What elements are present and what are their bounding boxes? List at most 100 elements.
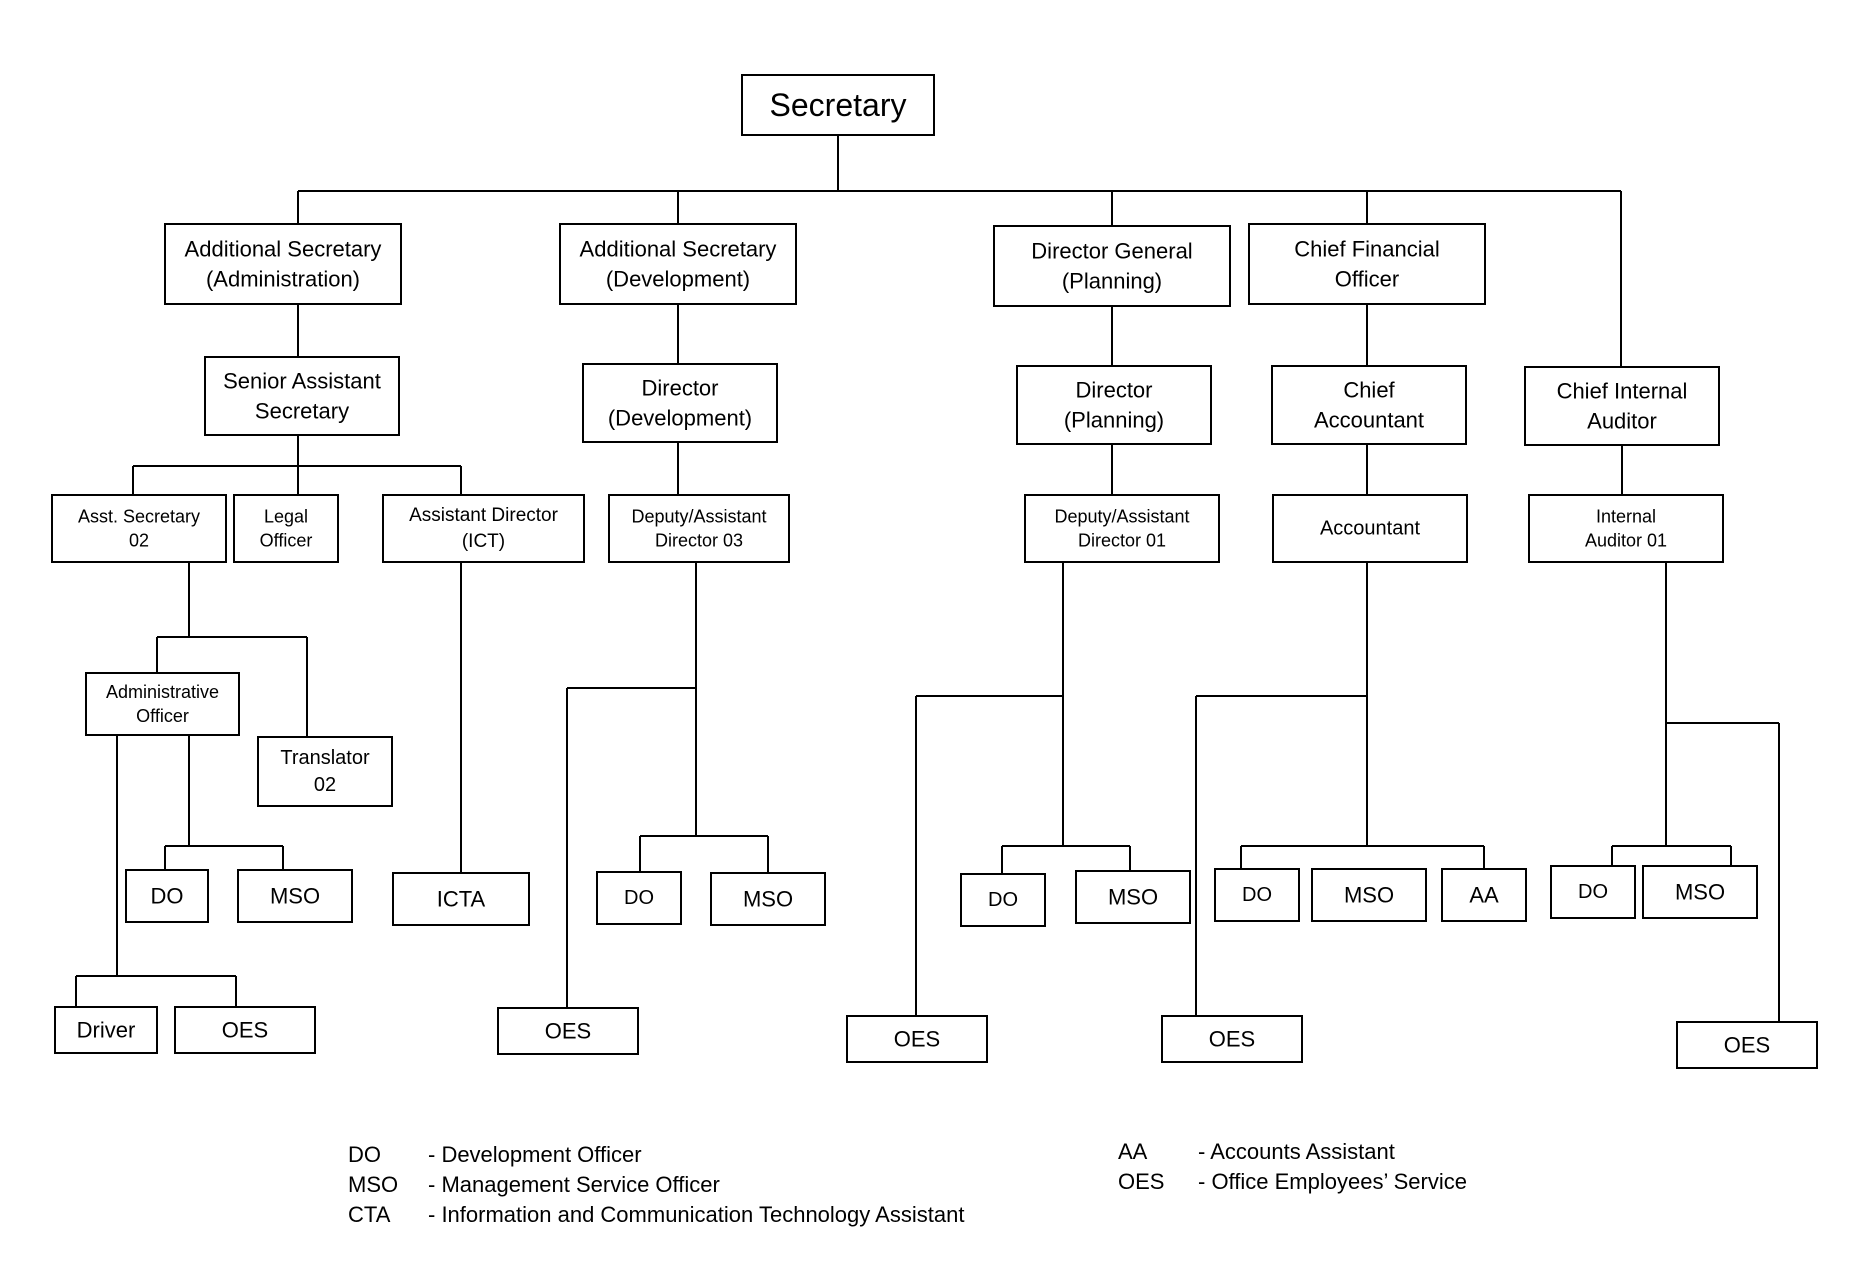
legend-item-aa: AA- Accounts Assistant xyxy=(1118,1137,1467,1167)
node-label: Additional Secretary xyxy=(580,237,777,262)
node-box xyxy=(1271,365,1467,445)
node-label: (Administration) xyxy=(206,266,360,291)
node-box xyxy=(1642,865,1758,919)
node-label: (Planning) xyxy=(1064,407,1164,432)
node-label: Auditor 01 xyxy=(1585,531,1667,551)
node-label: (ICT) xyxy=(462,531,505,552)
node-label: Secretary xyxy=(770,87,907,123)
node-oes-admin: OES xyxy=(174,1006,316,1054)
node-box xyxy=(85,672,240,736)
node-box xyxy=(51,494,227,563)
node-label: OES xyxy=(1724,1033,1770,1058)
node-label: Secretary xyxy=(255,398,349,423)
node-box xyxy=(1550,865,1636,919)
legend-item-mso: MSO - Management Service Officer xyxy=(348,1170,964,1200)
node-label: Officer xyxy=(260,531,313,551)
node-box xyxy=(233,494,339,563)
node-label: DO xyxy=(1578,881,1608,903)
node-box xyxy=(497,1007,639,1055)
node-label: Chief Financial xyxy=(1294,237,1440,262)
node-secretary: Secretary xyxy=(741,74,935,136)
node-label: OES xyxy=(545,1019,591,1044)
node-mso-plan: MSO xyxy=(1075,870,1191,924)
node-dir-planning: Director (Planning) xyxy=(1016,365,1212,445)
node-mso-acc: MSO xyxy=(1311,868,1427,922)
node-oes-plan: OES xyxy=(846,1015,988,1063)
node-aa-acc: AA xyxy=(1441,868,1527,922)
node-label: Translator xyxy=(280,747,370,769)
node-mso-admin: MSO xyxy=(237,869,353,923)
node-box xyxy=(1024,494,1220,563)
legend-desc: - Office Employees’ Service xyxy=(1198,1169,1467,1194)
node-label: MSO xyxy=(1108,885,1158,910)
legend-abbr: OES xyxy=(1118,1169,1165,1194)
node-do-admin: DO xyxy=(125,869,209,923)
node-label: Chief Internal xyxy=(1557,379,1688,404)
node-label: DO xyxy=(151,884,184,909)
node-label: OES xyxy=(222,1018,268,1043)
legend-abbr: CTA xyxy=(348,1202,391,1227)
node-accountant: Accountant xyxy=(1272,494,1468,563)
node-box xyxy=(1272,494,1468,563)
node-box xyxy=(237,869,353,923)
legend-abbr: DO xyxy=(348,1142,381,1167)
node-box xyxy=(1075,870,1191,924)
node-label: Chief xyxy=(1343,378,1395,403)
node-label: Director xyxy=(1075,378,1152,403)
node-oes-acc: OES xyxy=(1161,1015,1303,1063)
node-label: MSO xyxy=(1675,880,1725,905)
node-label: Auditor xyxy=(1587,408,1657,433)
node-label: Director xyxy=(641,376,718,401)
node-mso-dev: MSO xyxy=(710,872,826,926)
node-label: OES xyxy=(1209,1027,1255,1052)
node-box xyxy=(1441,868,1527,922)
node-label: Director 03 xyxy=(655,531,743,551)
node-box xyxy=(164,223,402,305)
legend-item-cta: CTA - Information and Communication Techn… xyxy=(348,1200,964,1230)
legend-desc: - Management Service Officer xyxy=(428,1172,720,1197)
node-box xyxy=(125,869,209,923)
node-label: Asst. Secretary xyxy=(78,506,200,526)
connector-lines xyxy=(75,135,1780,1022)
node-box xyxy=(1528,494,1724,563)
node-label: 02 xyxy=(314,774,336,796)
node-label: Officer xyxy=(136,706,189,726)
node-label: Deputy/Assistant xyxy=(631,506,766,526)
legend-desc: - Development Officer xyxy=(428,1142,642,1167)
node-label: Driver xyxy=(77,1018,136,1043)
node-label: MSO xyxy=(743,887,793,912)
node-label: Internal xyxy=(1596,506,1656,526)
node-label: DO xyxy=(988,889,1018,911)
node-box xyxy=(710,872,826,926)
legend-abbr: AA xyxy=(1118,1139,1148,1164)
node-label: DO xyxy=(1242,884,1272,906)
legend-item-do: DO - Development Officer xyxy=(348,1140,964,1170)
node-dg-planning: Director General(Planning) xyxy=(993,225,1231,307)
node-box xyxy=(1214,868,1300,922)
node-label: Legal xyxy=(264,506,308,526)
node-asst-dir-ict: Assistant Director(ICT) xyxy=(382,494,585,563)
node-box xyxy=(1248,223,1486,305)
node-label: Director 01 xyxy=(1078,531,1166,551)
node-box xyxy=(382,494,585,563)
node-do-audit: DO xyxy=(1550,865,1636,919)
node-do-dev: DO xyxy=(596,871,682,925)
node-label: AA xyxy=(1469,883,1499,908)
legend-desc: - Information and Communication Technolo… xyxy=(428,1202,965,1227)
node-do-acc: DO xyxy=(1214,868,1300,922)
legend-abbr: MSO xyxy=(348,1172,399,1197)
node-box xyxy=(392,872,530,926)
node-box xyxy=(257,736,393,807)
node-label: MSO xyxy=(1344,883,1394,908)
